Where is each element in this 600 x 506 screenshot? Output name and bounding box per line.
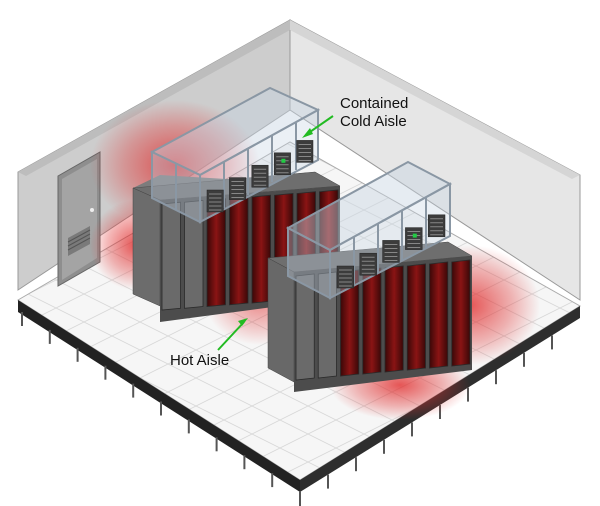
server-unit [427,214,446,238]
rack-door [161,201,181,311]
server-rack-icon [206,140,314,213]
server-unit [273,152,291,176]
rack-door [362,267,382,375]
rack-door [229,196,249,306]
arrow-icon [217,318,248,351]
contained-cold-aisle-label: Contained Cold Aisle [340,95,408,131]
hot-aisle-label: Hot Aisle [170,352,230,369]
rack-door [384,265,404,373]
server-unit [229,177,247,200]
server-unit [296,140,314,163]
server-led [412,233,417,238]
door-icon [57,151,101,287]
floor-pedestals [21,312,553,506]
vent-icon [67,226,91,256]
floor-edge-left [18,300,300,492]
wall-cap-back [290,20,580,179]
rack-row-2-hot-face [294,256,472,392]
label-line-1: Contained [340,95,409,112]
rack-door [295,273,315,381]
server-rack-icon [336,214,446,289]
server-unit [336,265,355,289]
rack-door [451,259,471,367]
server-unit [359,252,377,276]
rack-door [251,194,271,304]
server-unit [251,164,269,188]
server-unit [382,240,400,263]
server-unit [206,189,224,213]
label-line-2: Cold Aisle [340,113,407,130]
arrow-icon [302,115,334,138]
rack-door [184,200,204,309]
server-unit [405,227,423,250]
wall-cap-left [18,20,290,176]
rack-door [429,261,449,369]
server-led [281,158,286,163]
rack-door [406,263,426,371]
